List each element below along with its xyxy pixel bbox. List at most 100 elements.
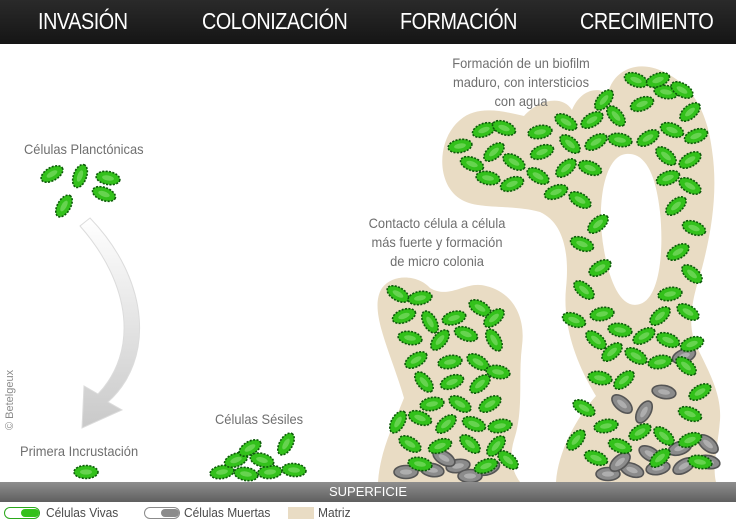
- live-cell: [391, 307, 417, 325]
- live-cell: [91, 185, 117, 203]
- legend: Células Vivas Células Muertas Matriz: [0, 503, 736, 523]
- live-cell: [655, 146, 677, 166]
- live-cell: [636, 128, 660, 148]
- live-cell: [473, 457, 499, 475]
- live-cell: [666, 242, 690, 262]
- live-cell: [491, 119, 517, 137]
- live-cell: [688, 382, 712, 402]
- live-cell: [647, 354, 673, 370]
- live-cell: [628, 422, 652, 442]
- stage-growth-label: CRECIMIENTO: [580, 8, 714, 34]
- live-cell: [435, 414, 457, 434]
- live-cell: [475, 170, 501, 186]
- micro-colony-description: Contacto célula a célula más fuerte y fo…: [368, 214, 506, 271]
- live-cell: [676, 302, 700, 322]
- planktonic-cells-label: Células Planctónicas: [24, 141, 144, 157]
- dead-cell: [609, 452, 631, 472]
- live-cell: [675, 356, 697, 376]
- micro-colony-line-3: de micro colonia: [390, 253, 484, 269]
- live-cell: [572, 398, 596, 418]
- live-cell: [483, 142, 505, 162]
- micro-colony-line-1: Contacto célula a célula: [368, 215, 506, 231]
- dead-cell: [457, 468, 483, 482]
- matrix-legend-label: Matriz: [318, 505, 351, 520]
- live-cell: [607, 322, 633, 338]
- live-cell: [526, 166, 550, 186]
- live-cell: [499, 175, 525, 193]
- live-cell: [587, 370, 613, 386]
- live-cell: [439, 373, 465, 391]
- live-cell: [487, 418, 513, 434]
- live-cell: [427, 437, 453, 455]
- matrix-swatch: [288, 507, 314, 519]
- stage-formation-label: FORMACIÓN: [400, 8, 518, 34]
- live-cells-legend-label: Células Vivas: [46, 505, 119, 520]
- live-cell: [607, 437, 633, 455]
- live-cell: [233, 466, 259, 482]
- mature-biofilm-line-1: Formación de un biofilm: [452, 55, 590, 71]
- live-cell: [40, 164, 64, 184]
- live-cell: [613, 370, 635, 390]
- live-cell: [653, 426, 675, 446]
- live-cell: [659, 121, 685, 139]
- live-cell: [485, 364, 511, 380]
- dead-cells-legend-label: Células Muertas: [184, 505, 271, 520]
- live-cell: [585, 330, 607, 350]
- live-cell: [73, 464, 99, 480]
- first-attachment-label: Primera Incrustación: [20, 443, 139, 459]
- live-cell: [407, 290, 433, 306]
- live-cell: [437, 354, 463, 370]
- live-cell: [584, 132, 608, 152]
- live-cell: [678, 150, 702, 170]
- live-cell: [683, 127, 709, 145]
- live-cell: [657, 286, 683, 302]
- live-cell: [459, 155, 485, 173]
- live-cell: [601, 342, 623, 362]
- live-cell: [588, 258, 612, 278]
- live-cell: [555, 158, 577, 178]
- live-cell: [441, 310, 467, 326]
- live-cell: [404, 350, 428, 370]
- process-arrow: [79, 217, 141, 429]
- dead-cell: [651, 384, 677, 400]
- live-cell: [606, 105, 626, 127]
- live-cell: [407, 456, 433, 472]
- live-cell: [569, 235, 595, 253]
- live-cell: [587, 214, 609, 234]
- mature-biofilm-matrix: [442, 66, 721, 482]
- live-cell: [645, 71, 671, 89]
- live-cell: [624, 346, 648, 366]
- live-cell: [670, 80, 694, 100]
- live-cell: [607, 132, 633, 148]
- live-cell: [687, 454, 713, 470]
- live-cell: [459, 434, 481, 454]
- live-cell: [629, 95, 655, 113]
- live-cell: [527, 124, 553, 140]
- live-cell: [681, 219, 707, 237]
- mature-biofilm-description: Formación de un biofilm maduro, con inte…: [450, 54, 592, 111]
- live-cell: [281, 462, 307, 478]
- mature-biofilm-line-2: maduro, con intersticios: [452, 74, 590, 90]
- live-cell: [448, 394, 472, 414]
- live-cell: [447, 138, 473, 154]
- live-cell: [249, 452, 275, 468]
- live-cell: [484, 328, 504, 352]
- live-cell: [483, 308, 505, 328]
- mature-biofilm-line-3: con agua: [494, 93, 548, 109]
- live-cell: [594, 89, 614, 111]
- stage-colonization-label: COLONIZACIÓN: [202, 8, 348, 34]
- live-cell: [420, 310, 440, 334]
- live-cell: [388, 410, 408, 434]
- live-cell: [71, 163, 89, 189]
- stage-invasion-label: INVASIÓN: [38, 8, 128, 34]
- live-cell: [681, 264, 703, 284]
- micro-colony-line-2: más fuerte y formación: [371, 234, 503, 250]
- live-cell: [580, 110, 604, 130]
- live-cell: [419, 396, 445, 412]
- dead-cell: [634, 400, 654, 424]
- dead-cell: [611, 394, 633, 414]
- live-cell: [397, 330, 423, 346]
- live-cell: [568, 190, 592, 210]
- live-cell: [461, 415, 487, 433]
- live-cell: [655, 169, 681, 187]
